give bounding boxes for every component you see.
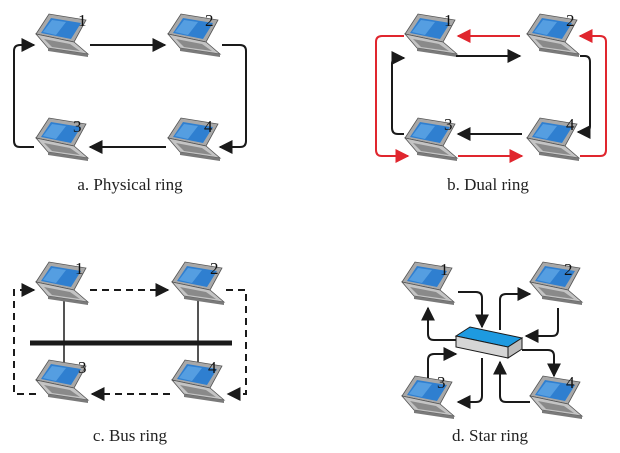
laptop-icon: [401, 375, 455, 420]
link-arrow: [458, 291, 489, 329]
link-arrow-red: [578, 29, 607, 157]
node-label-3: 3: [78, 358, 87, 377]
link-arrow: [13, 283, 36, 395]
node-label-4: 4: [204, 117, 213, 136]
node-label-2: 2: [564, 260, 573, 279]
node-label-2: 2: [566, 11, 575, 30]
diagram-star-ring: 1 2 3 4 d. Star ring: [401, 260, 583, 445]
node-label-4: 4: [566, 115, 575, 134]
node-label-2: 2: [210, 259, 219, 278]
node-label-3: 3: [444, 115, 453, 134]
node-label-4: 4: [566, 373, 575, 392]
link-arrow: [524, 308, 559, 343]
caption: d. Star ring: [452, 426, 529, 445]
link-arrow: [421, 306, 456, 341]
node-label-1: 1: [75, 259, 84, 278]
link-arrow: [218, 44, 247, 154]
laptop-icon: [529, 261, 583, 306]
diagram-bus-ring: 1 2 3 4 c. Bus ring: [13, 259, 247, 445]
node-label-1: 1: [440, 260, 449, 279]
node-label-4: 4: [208, 358, 217, 377]
caption: a. Physical ring: [77, 175, 183, 194]
node-label-3: 3: [437, 373, 446, 392]
caption: c. Bus ring: [93, 426, 168, 445]
link-arrow: [427, 347, 458, 378]
link-arrow: [13, 38, 36, 148]
hub-icon: [454, 326, 524, 359]
link-arrow-red: [375, 35, 410, 163]
caption: b. Dual ring: [447, 175, 529, 194]
diagram-physical-ring: 1 2 3 4 a. Physical ring: [13, 11, 247, 194]
diagram-dual-ring: 1 2 3 4 b. Dual ring: [375, 11, 607, 194]
link-arrow: [499, 287, 532, 330]
link-arrow: [391, 51, 406, 135]
link-arrow: [522, 349, 561, 378]
node-label-1: 1: [78, 11, 87, 30]
link-arrow: [226, 289, 247, 401]
node-label-2: 2: [205, 11, 214, 30]
link-arrow: [456, 358, 483, 409]
node-label-1: 1: [444, 11, 453, 30]
node-label-3: 3: [73, 117, 82, 136]
link-arrow: [493, 360, 530, 403]
link-arrow: [576, 55, 591, 139]
